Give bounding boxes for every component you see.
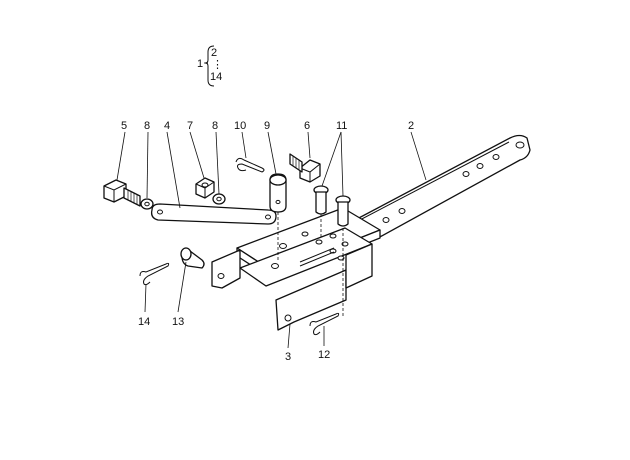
callout-10: 10 bbox=[234, 120, 246, 132]
callout-6: 6 bbox=[304, 120, 310, 132]
key-ellipsis: ⋮ bbox=[212, 59, 223, 71]
callout-13: 13 bbox=[172, 316, 184, 328]
callout-14: 14 bbox=[138, 316, 150, 328]
washer-left bbox=[140, 198, 154, 210]
bracket-frame bbox=[211, 207, 381, 331]
callout-3: 3 bbox=[285, 351, 291, 363]
callout-2: 2 bbox=[408, 120, 414, 132]
pin-lower bbox=[180, 247, 205, 269]
callout-4: 4 bbox=[164, 120, 170, 132]
hex-bolt-upper bbox=[289, 153, 321, 183]
callout-7: 7 bbox=[187, 120, 193, 132]
callout-12: 12 bbox=[318, 349, 330, 361]
key-brace bbox=[204, 45, 215, 87]
spring-clip-right bbox=[309, 312, 340, 336]
callout-8-right: 8 bbox=[212, 120, 218, 132]
callout-5: 5 bbox=[121, 120, 127, 132]
parts-key: 1 2 ⋮ 14 bbox=[197, 45, 223, 87]
callout-8-left: 8 bbox=[144, 120, 150, 132]
spring-clip-upper bbox=[235, 157, 265, 173]
callout-9: 9 bbox=[264, 120, 270, 132]
leader-lines bbox=[116, 131, 427, 349]
hex-bolt-left bbox=[103, 179, 141, 207]
washer-right bbox=[212, 193, 226, 205]
assembly-axis-lines bbox=[277, 212, 344, 316]
pin-right-11 bbox=[335, 195, 351, 227]
key-range-start: 2 bbox=[211, 47, 217, 59]
pin-left-11 bbox=[313, 185, 329, 215]
spring-clip-lower bbox=[139, 262, 170, 286]
callout-11: 11 bbox=[336, 120, 347, 132]
callout-numbers: 2 3 4 5 6 7 8 8 9 10 11 12 13 14 bbox=[121, 120, 414, 363]
hex-nut bbox=[195, 177, 215, 199]
lower-link-arm bbox=[352, 134, 531, 242]
flat-link-bar bbox=[150, 203, 277, 225]
pin-upper bbox=[269, 173, 287, 213]
key-range-end: 14 bbox=[210, 71, 222, 83]
key-assembly-number: 1 bbox=[197, 58, 203, 70]
